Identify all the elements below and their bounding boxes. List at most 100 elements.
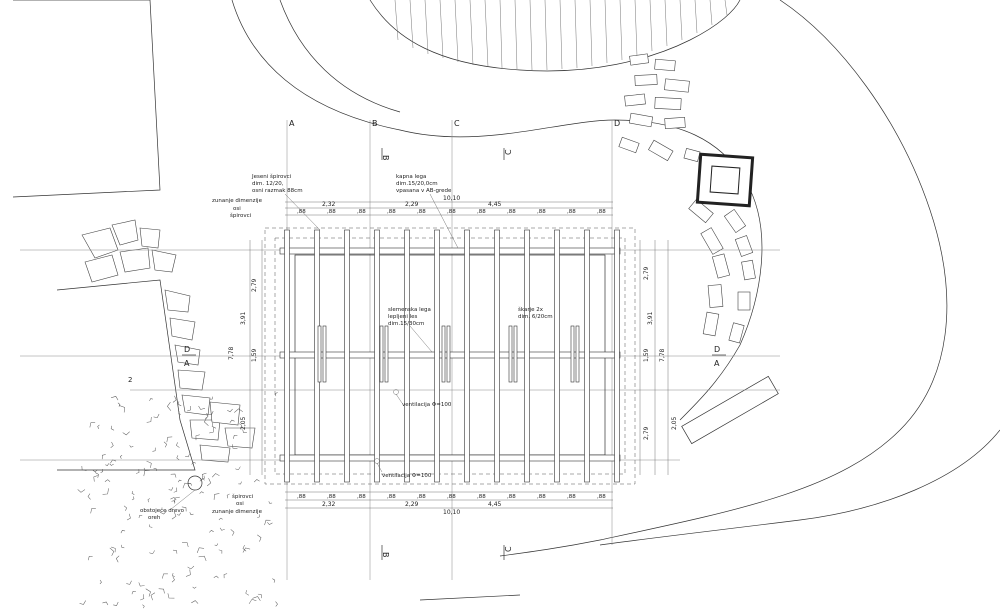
rafter bbox=[524, 229, 530, 483]
ground-scatter-mark bbox=[209, 427, 214, 434]
dim-spacing-label: ,88 bbox=[417, 209, 426, 215]
ground-scatter-mark bbox=[219, 527, 225, 531]
path-edge-inner-2 bbox=[279, 0, 401, 113]
ground-scatter-mark bbox=[226, 493, 230, 499]
ground-scatter-mark bbox=[172, 395, 177, 403]
ground-scatter-mark bbox=[122, 431, 130, 436]
grid-axis-a: A bbox=[289, 119, 295, 128]
ground-scatter-mark bbox=[145, 588, 151, 597]
scissor-beam bbox=[317, 325, 322, 383]
dim-spacing-label: ,88 bbox=[447, 209, 456, 215]
ground-scatter-mark bbox=[227, 408, 233, 413]
note-osi-bottom: osi bbox=[236, 501, 244, 507]
ground-scatter-mark bbox=[77, 489, 86, 493]
grid-axis-d: D bbox=[614, 119, 620, 128]
ground-scatter-mark bbox=[167, 402, 172, 411]
dim-spacing-label: ,88 bbox=[567, 209, 576, 215]
scissor-beam bbox=[513, 325, 518, 383]
existing-tree-symbol bbox=[187, 475, 203, 491]
dim-left-b: 3,91 bbox=[240, 311, 247, 325]
ground-scatter-mark bbox=[189, 512, 194, 515]
dim-spacing-label: ,88 bbox=[417, 494, 426, 500]
note-zunanje-bottom: zunanje dimenzije bbox=[212, 509, 263, 515]
dim-left-a: 2,79 bbox=[251, 278, 258, 292]
roof-outline-outer bbox=[264, 227, 636, 485]
ground-scatter-mark bbox=[99, 579, 102, 585]
ground-scatter-mark bbox=[143, 470, 150, 477]
ground-scatter-mark bbox=[143, 467, 149, 471]
section-mark-b-bottom: B bbox=[381, 552, 390, 558]
ground-scatter-mark bbox=[205, 413, 209, 419]
ground-scatter-mark bbox=[176, 442, 180, 448]
ground-scatter-mark bbox=[138, 514, 143, 518]
note-slemenska-1: slemenska lega bbox=[388, 307, 431, 313]
ground-scatter-mark bbox=[199, 478, 205, 482]
ground-scatter-mark bbox=[89, 422, 96, 428]
outer-road-edge bbox=[499, 0, 948, 557]
ground-scatter-mark bbox=[150, 592, 156, 601]
dim-spacing-label: ,88 bbox=[537, 494, 546, 500]
note-obstojece-1: obstoječe drevo bbox=[140, 507, 185, 514]
note-spirovci-bottom: špirovci bbox=[232, 493, 254, 500]
dim-top-mid: 2,29 bbox=[405, 201, 419, 208]
dim-spacing-label: ,88 bbox=[327, 494, 336, 500]
dim-spacing-label: ,88 bbox=[447, 494, 456, 500]
ground-scatter-mark bbox=[234, 408, 243, 413]
dim-bottom-right: 4,45 bbox=[488, 501, 502, 508]
dim-spacing-label: ,88 bbox=[297, 494, 306, 500]
note-ventilacija-2: ventilacija Φ=100 bbox=[382, 473, 432, 479]
ground-scatter-mark bbox=[135, 469, 140, 474]
dim-spacing-label: ,88 bbox=[507, 209, 516, 215]
ground-scatter-mark bbox=[213, 493, 220, 500]
ground-scatter-mark bbox=[230, 529, 235, 536]
ground-scatter-mark bbox=[97, 424, 100, 430]
ground-scatter-mark bbox=[92, 469, 98, 473]
scissor-beam bbox=[446, 325, 451, 383]
ground-scatter-mark bbox=[158, 588, 165, 594]
dim-right-c: 1,59 bbox=[643, 348, 650, 362]
dim-spacing-label: ,88 bbox=[597, 494, 606, 500]
dim-spacing-bottom: ,88,88,88,88,88,88,88,88,88,88,88 bbox=[297, 494, 606, 500]
note-zunanje-top: zunanje dimenzije bbox=[212, 198, 263, 204]
ground-scatter-mark bbox=[159, 510, 168, 515]
ground-scatter-mark bbox=[187, 405, 191, 412]
dim-spacing-label: ,88 bbox=[387, 494, 396, 500]
scissor-beams bbox=[317, 325, 580, 383]
dim-top-left: 2,32 bbox=[322, 201, 336, 208]
ground-scatter-mark bbox=[223, 573, 228, 579]
scissor-beam bbox=[322, 325, 327, 383]
ground-scatter-mark bbox=[146, 460, 152, 468]
ground-scatter-mark bbox=[235, 466, 241, 471]
ground-scatter-mark bbox=[178, 401, 182, 407]
ground-scatter-mark bbox=[109, 547, 115, 556]
note-obstojece-2: oreh bbox=[148, 515, 161, 521]
section-mark-b-top: B bbox=[381, 155, 390, 161]
ground-scatter-mark bbox=[253, 479, 260, 483]
note-jeseni-2: dim. 12/20, bbox=[252, 181, 284, 187]
note-ventilacija-1: ventilacija Φ=100 bbox=[402, 402, 452, 408]
ground-scatter-mark bbox=[177, 479, 182, 483]
ground-scatter-mark bbox=[81, 465, 87, 471]
ground-scatter-mark bbox=[196, 547, 205, 553]
rafter bbox=[344, 229, 350, 483]
ground-scatter-mark bbox=[192, 586, 197, 589]
ground-scatter-mark bbox=[199, 491, 204, 494]
ground-scatter-mark bbox=[198, 555, 207, 562]
ground-scatter-mark bbox=[120, 454, 123, 459]
note-spirovci-top: špirovci bbox=[230, 212, 252, 219]
ground-scatter-mark bbox=[185, 453, 190, 458]
dim-spacing-label: ,88 bbox=[477, 494, 486, 500]
ground-scatter-mark bbox=[264, 519, 271, 526]
dim-spacing-label: ,88 bbox=[357, 494, 366, 500]
eaves-purlin-top bbox=[279, 247, 621, 255]
ground-scatter-mark bbox=[87, 493, 91, 500]
ground-scatter-mark bbox=[233, 435, 238, 439]
dim-right-d: 7,78 bbox=[659, 348, 666, 362]
note-slemenska-2: lepljeni les bbox=[388, 314, 418, 320]
dim-spacing-label: ,88 bbox=[567, 494, 576, 500]
rafter bbox=[404, 229, 410, 483]
ground-scatter-mark bbox=[166, 436, 173, 443]
ground-scatter-mark bbox=[162, 573, 168, 579]
ground-scatter-mark bbox=[202, 475, 205, 480]
